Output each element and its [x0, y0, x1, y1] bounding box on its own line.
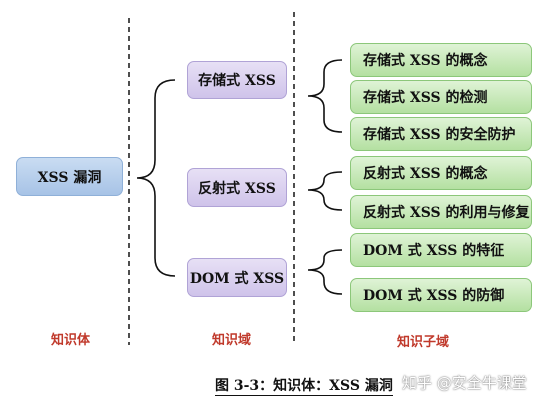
subdomain-label: 存储式 XSS 的安全防护	[363, 127, 516, 143]
subdomain-dom-feature: DOM 式 XSS 的特征	[350, 233, 532, 267]
brace-domain-1	[307, 59, 343, 133]
subdomain-reflected-concept: 反射式 XSS 的概念	[350, 156, 532, 190]
subdomain-dom-defense: DOM 式 XSS 的防御	[350, 278, 532, 312]
column-label-subdomain: 知识子域	[397, 335, 450, 350]
column-label-domain: 知识域	[212, 333, 252, 348]
subdomain-stored-concept: 存储式 XSS 的概念	[350, 43, 532, 77]
domain-node-stored: 存储式 XSS	[187, 61, 287, 99]
brace-domain-3	[307, 249, 343, 295]
subdomain-label: DOM 式 XSS 的防御	[363, 288, 505, 304]
domain-label: DOM 式 XSS	[189, 270, 285, 287]
root-label: XSS 漏洞	[37, 169, 102, 186]
domain-label: 存储式 XSS	[198, 73, 276, 89]
column-label-body: 知识体	[51, 333, 91, 348]
domain-label: 反射式 XSS	[198, 180, 276, 197]
subdomain-label: 反射式 XSS 的概念	[363, 166, 488, 182]
root-node: XSS 漏洞	[16, 157, 123, 196]
subdomain-label: 存储式 XSS 的概念	[363, 53, 488, 69]
figure-caption: 图 3-3：知识体：XSS 漏洞	[215, 378, 393, 396]
subdomain-label: 反射式 XSS 的利用与修复	[363, 205, 530, 221]
subdomain-label: 存储式 XSS 的检测	[363, 90, 488, 106]
brace-root	[136, 79, 176, 277]
subdomain-stored-detection: 存储式 XSS 的检测	[350, 80, 532, 114]
subdomain-stored-protection: 存储式 XSS 的安全防护	[350, 117, 532, 151]
domain-node-reflected: 反射式 XSS	[187, 168, 287, 207]
subdomain-label: DOM 式 XSS 的特征	[363, 243, 505, 259]
domain-node-dom: DOM 式 XSS	[187, 258, 287, 297]
watermark: 知乎 @安全牛课堂	[402, 374, 527, 392]
subdomain-reflected-exploit: 反射式 XSS 的利用与修复	[350, 195, 532, 229]
brace-domain-2	[307, 171, 343, 211]
